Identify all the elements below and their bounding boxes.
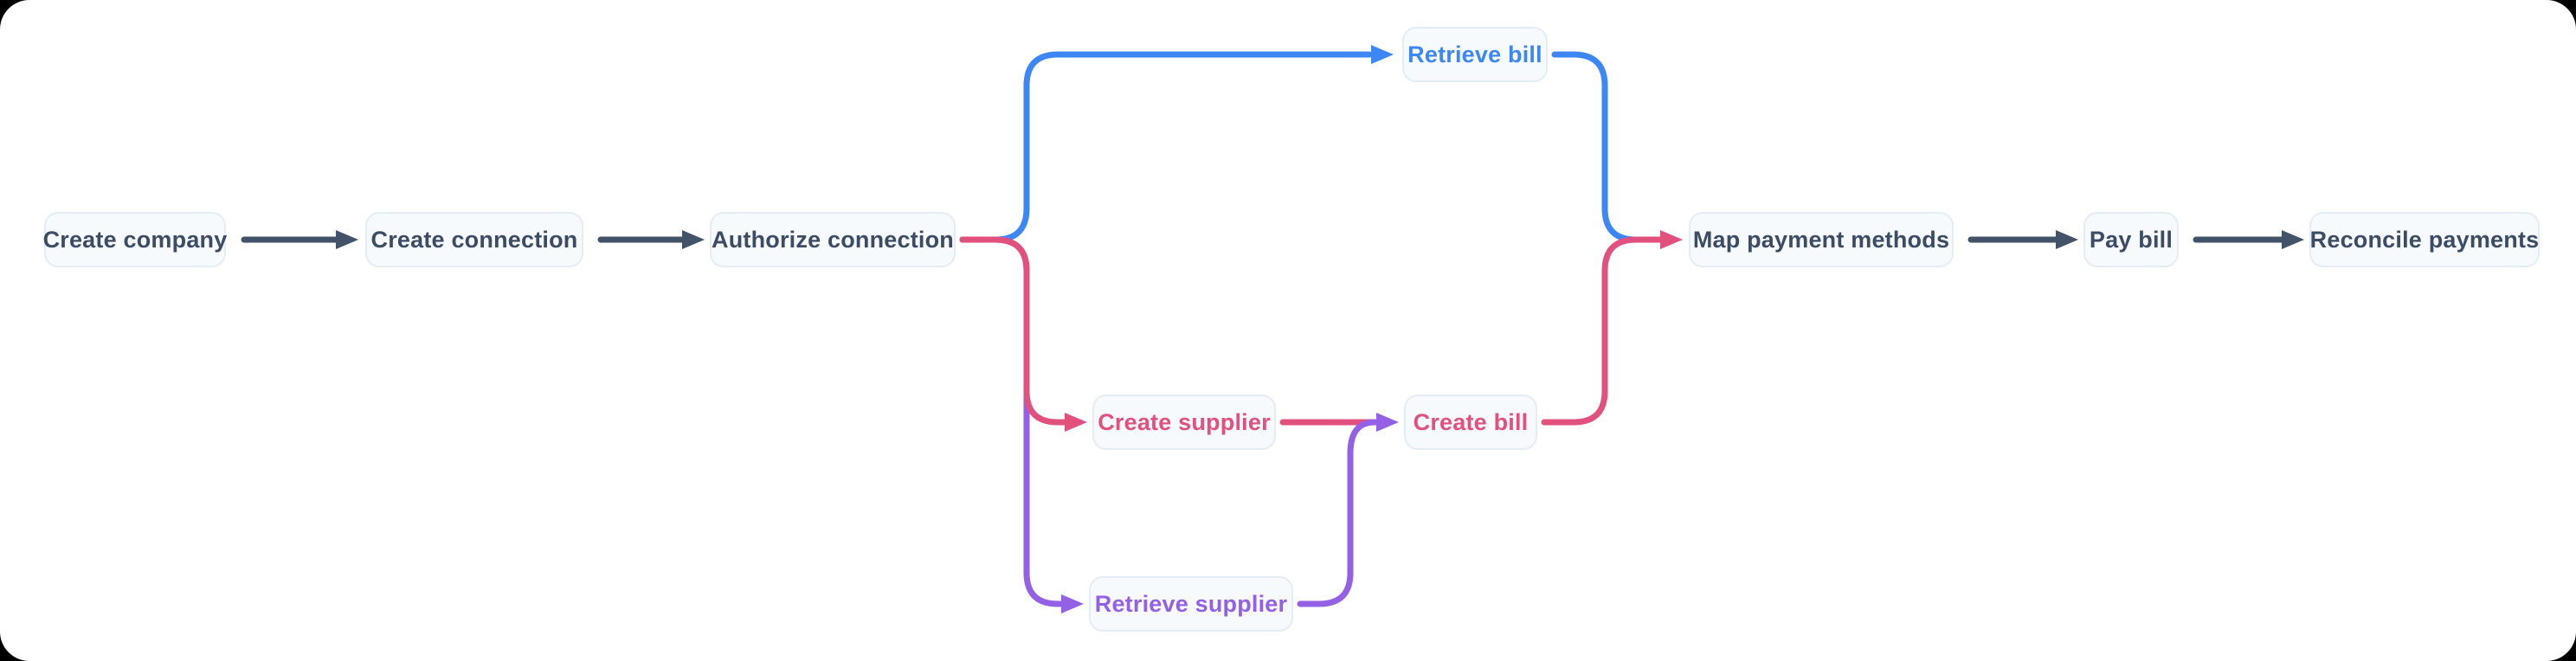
node-label: Map payment methods <box>1692 226 1950 253</box>
arrowhead-pay-bill <box>2056 230 2078 249</box>
node-label: Create company <box>42 226 228 253</box>
node-label: Retrieve bill <box>1407 41 1542 67</box>
node-retrieve-supplier: Retrieve supplier <box>1089 576 1293 632</box>
node-label: Pay bill <box>2089 226 2174 253</box>
arrowhead-create-supplier <box>1065 413 1087 432</box>
node-create-connection: Create connection <box>365 212 583 267</box>
node-label: Create connection <box>370 226 578 253</box>
edge-authorize-to-retrieve-bill <box>959 51 1373 243</box>
edge-retrieve-bill-to-map <box>1551 51 1674 243</box>
edge-authorize-to-create-supplier <box>959 236 1068 426</box>
node-create-bill: Create bill <box>1404 395 1537 450</box>
node-map-payment-methods: Map payment methods <box>1689 212 1954 267</box>
arrowhead-retrieve-supplier <box>1061 594 1084 613</box>
node-create-supplier: Create supplier <box>1092 395 1276 450</box>
node-label: Reconcile payments <box>2309 226 2540 253</box>
node-pay-bill: Pay bill <box>2083 212 2179 267</box>
arrowhead-reconcile-payments <box>2282 230 2304 249</box>
arrowhead-retrieve-bill <box>1371 45 1394 64</box>
edge-retrieve-supplier-to-create-bill <box>1297 419 1378 607</box>
node-reconcile-payments: Reconcile payments <box>2309 212 2540 267</box>
arrowhead-create-bill <box>1376 413 1399 432</box>
node-authorize-connection: Authorize connection <box>710 212 956 267</box>
arrowhead-authorize-connection <box>682 230 705 249</box>
node-label: Retrieve supplier <box>1094 590 1288 617</box>
edge-create-bill-to-map <box>1541 236 1664 426</box>
node-label: Authorize connection <box>712 226 954 253</box>
arrowhead-create-connection <box>336 230 358 249</box>
node-retrieve-bill: Retrieve bill <box>1402 27 1548 82</box>
node-create-company: Create company <box>42 212 228 267</box>
node-label: Create supplier <box>1098 408 1271 435</box>
arrowhead-map-payment-methods <box>1660 230 1683 249</box>
node-label: Create bill <box>1413 408 1529 435</box>
